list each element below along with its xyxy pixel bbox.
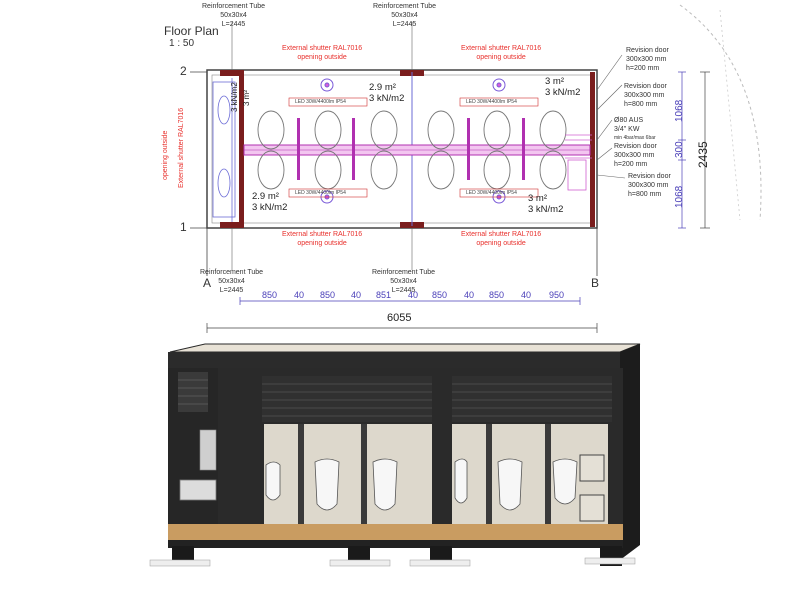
dim-1: 850 — [262, 290, 278, 300]
revision-door-3d-2 — [579, 494, 605, 522]
urinals — [257, 110, 567, 190]
shutter-left — [262, 376, 432, 422]
dim-3: 850 — [320, 290, 336, 300]
led-label-bl: LED 30W/4400lm IP54 — [295, 190, 346, 196]
divider-3 — [467, 118, 470, 180]
dim-9: 850 — [489, 290, 505, 300]
revision-door-3d-1 — [579, 454, 605, 482]
ceiling-lights — [320, 78, 506, 204]
leader-lines — [231, 22, 626, 270]
load-label-rotated: 3 m² — [242, 90, 251, 106]
basin-bottom — [217, 168, 231, 198]
reinforcement-tube-label-tm: Reinforcement Tube 50x30x4 L=2445 — [373, 3, 437, 28]
grid-row-2: 2 — [180, 64, 187, 78]
dim-2: 40 — [294, 290, 305, 300]
roof-edge — [168, 352, 623, 368]
right-pipes — [565, 134, 592, 191]
dim-8: 40 — [464, 290, 475, 300]
right-dim-top: 1068 — [674, 99, 685, 122]
divider-1 — [297, 118, 300, 180]
basin-top — [217, 95, 231, 125]
reinforcement-tube-label-bl: Reinforcement Tube 50x30x4 L=2445 — [200, 269, 264, 294]
dim-6: 40 — [408, 290, 419, 300]
container-3d-view — [149, 343, 641, 567]
post-left-wall — [239, 72, 244, 227]
led-box-br — [459, 188, 539, 198]
bottom-dimension-line — [239, 297, 581, 305]
left-opening-rotated: opening outside — [162, 130, 169, 180]
right-side — [620, 344, 640, 560]
load-label-rotated-kn: 3 kN/m2 — [230, 82, 239, 112]
grid-col-B: B — [591, 276, 600, 290]
dim-11: 950 — [549, 290, 565, 300]
led-box-bl — [288, 188, 368, 198]
total-depth: 2435 — [696, 141, 710, 168]
right-dimension-lines — [678, 71, 686, 229]
left-column — [218, 368, 262, 543]
interior-left — [264, 424, 432, 524]
floor-plan-scale: 1 : 50 — [169, 38, 195, 49]
led-box-tr — [459, 97, 539, 107]
right-dim-bottom: 1068 — [674, 185, 685, 208]
handwash-unit — [212, 81, 236, 218]
left-shutter-rotated: External shutter RAL7016 — [178, 107, 185, 188]
dim-4: 40 — [351, 290, 362, 300]
dim-5: 851 — [376, 290, 392, 300]
handwash-3d — [179, 479, 217, 501]
reinforcement-tube-label-tl: Reinforcement Tube 50x30x4 L=2445 — [202, 3, 266, 28]
mid-column — [432, 368, 452, 543]
divider-4 — [522, 118, 525, 180]
grid-row-1: 1 — [180, 220, 187, 234]
roof-top — [169, 343, 641, 353]
urinals-3d — [265, 458, 578, 511]
led-label-br: LED 30W/4400lm IP54 — [466, 190, 517, 196]
post-bottom-left — [220, 222, 244, 228]
post-top-left — [220, 70, 244, 76]
post-right-wall — [590, 72, 595, 227]
reinforcement-tube-label-bm: Reinforcement Tube 50x30x4 L=2445 — [372, 269, 436, 294]
divider-2 — [352, 118, 355, 180]
dim-10: 40 — [521, 290, 532, 300]
floor-plan-title: Floor Plan — [164, 24, 219, 38]
door-swing-arc-2 — [719, 9, 741, 221]
led-label-tl: LED 30W/4400lm IP54 — [295, 99, 346, 105]
total-width: 6055 — [387, 312, 412, 324]
right-dim-mid: 300 — [674, 141, 685, 158]
led-box-tl — [288, 97, 368, 107]
dim-7: 850 — [432, 290, 448, 300]
led-label-tr: LED 30W/4400lm IP54 — [466, 99, 517, 105]
grid-col-A: A — [203, 276, 212, 290]
door-swing-arc — [679, 4, 762, 221]
shutter-right — [452, 376, 612, 422]
overall-dimension-line — [206, 323, 598, 333]
